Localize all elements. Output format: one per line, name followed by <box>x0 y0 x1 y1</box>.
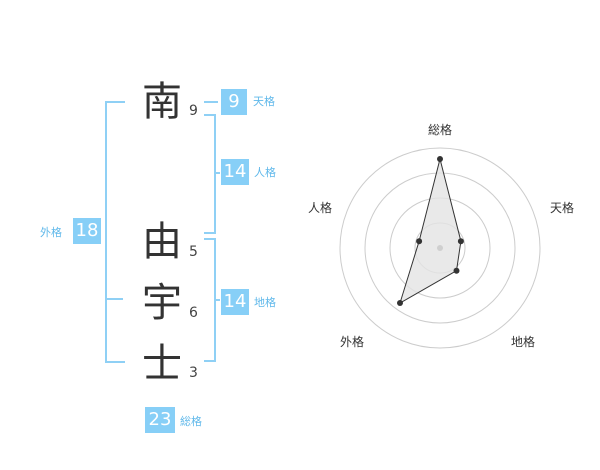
name-char-2: 由 <box>142 219 182 265</box>
jinkaku-label: 人格 <box>254 166 276 179</box>
tenkaku-tick <box>204 101 218 103</box>
name-char-1: 南 <box>142 79 182 125</box>
radar-ring-4 <box>339 147 541 349</box>
fortune-radar-chart: 総格 天格 地格 外格 人格 <box>300 100 580 400</box>
chikaku-label: 地格 <box>254 296 276 309</box>
stroke-count-1: 9 <box>189 103 198 119</box>
gaikaku-label: 外格 <box>40 226 62 239</box>
radar-polygon <box>399 158 462 305</box>
radar-point-1 <box>437 156 443 162</box>
jinkaku-value-badge: 14 <box>221 159 249 185</box>
soukaku-label: 総格 <box>180 415 202 428</box>
radar-svg <box>339 147 541 349</box>
radar-center-dot <box>437 245 443 251</box>
stroke-count-3: 6 <box>189 305 198 321</box>
tenkaku-label: 天格 <box>253 95 275 108</box>
radar-point-3 <box>453 267 460 274</box>
stroke-count-4: 3 <box>189 365 198 381</box>
radar-axis-label-tenkaku: 天格 <box>550 201 575 215</box>
gaikaku-bracket-tick <box>105 298 123 300</box>
jinkaku-bracket-tick <box>214 172 220 174</box>
radar-axis-label-soukaku: 総格 <box>428 123 453 137</box>
chikaku-bracket-tick <box>214 299 220 301</box>
chikaku-value-badge: 14 <box>221 289 249 315</box>
radar-axis-label-gaikaku: 外格 <box>340 335 365 349</box>
soukaku-value-badge: 23 <box>145 407 175 433</box>
gaikaku-bracket <box>105 101 125 363</box>
name-char-4: 士 <box>142 341 182 387</box>
radar-axis-label-jinkaku: 人格 <box>308 201 333 215</box>
radar-axis-label-chikaku: 地格 <box>511 335 536 349</box>
gaikaku-value-badge: 18 <box>73 218 101 244</box>
radar-point-2 <box>457 238 464 245</box>
tenkaku-value-badge: 9 <box>221 89 247 115</box>
radar-point-5 <box>416 238 423 245</box>
name-char-3: 宇 <box>142 280 182 326</box>
radar-point-4 <box>397 300 403 306</box>
jinkaku-bracket <box>204 114 216 234</box>
stroke-count-2: 5 <box>189 244 198 260</box>
